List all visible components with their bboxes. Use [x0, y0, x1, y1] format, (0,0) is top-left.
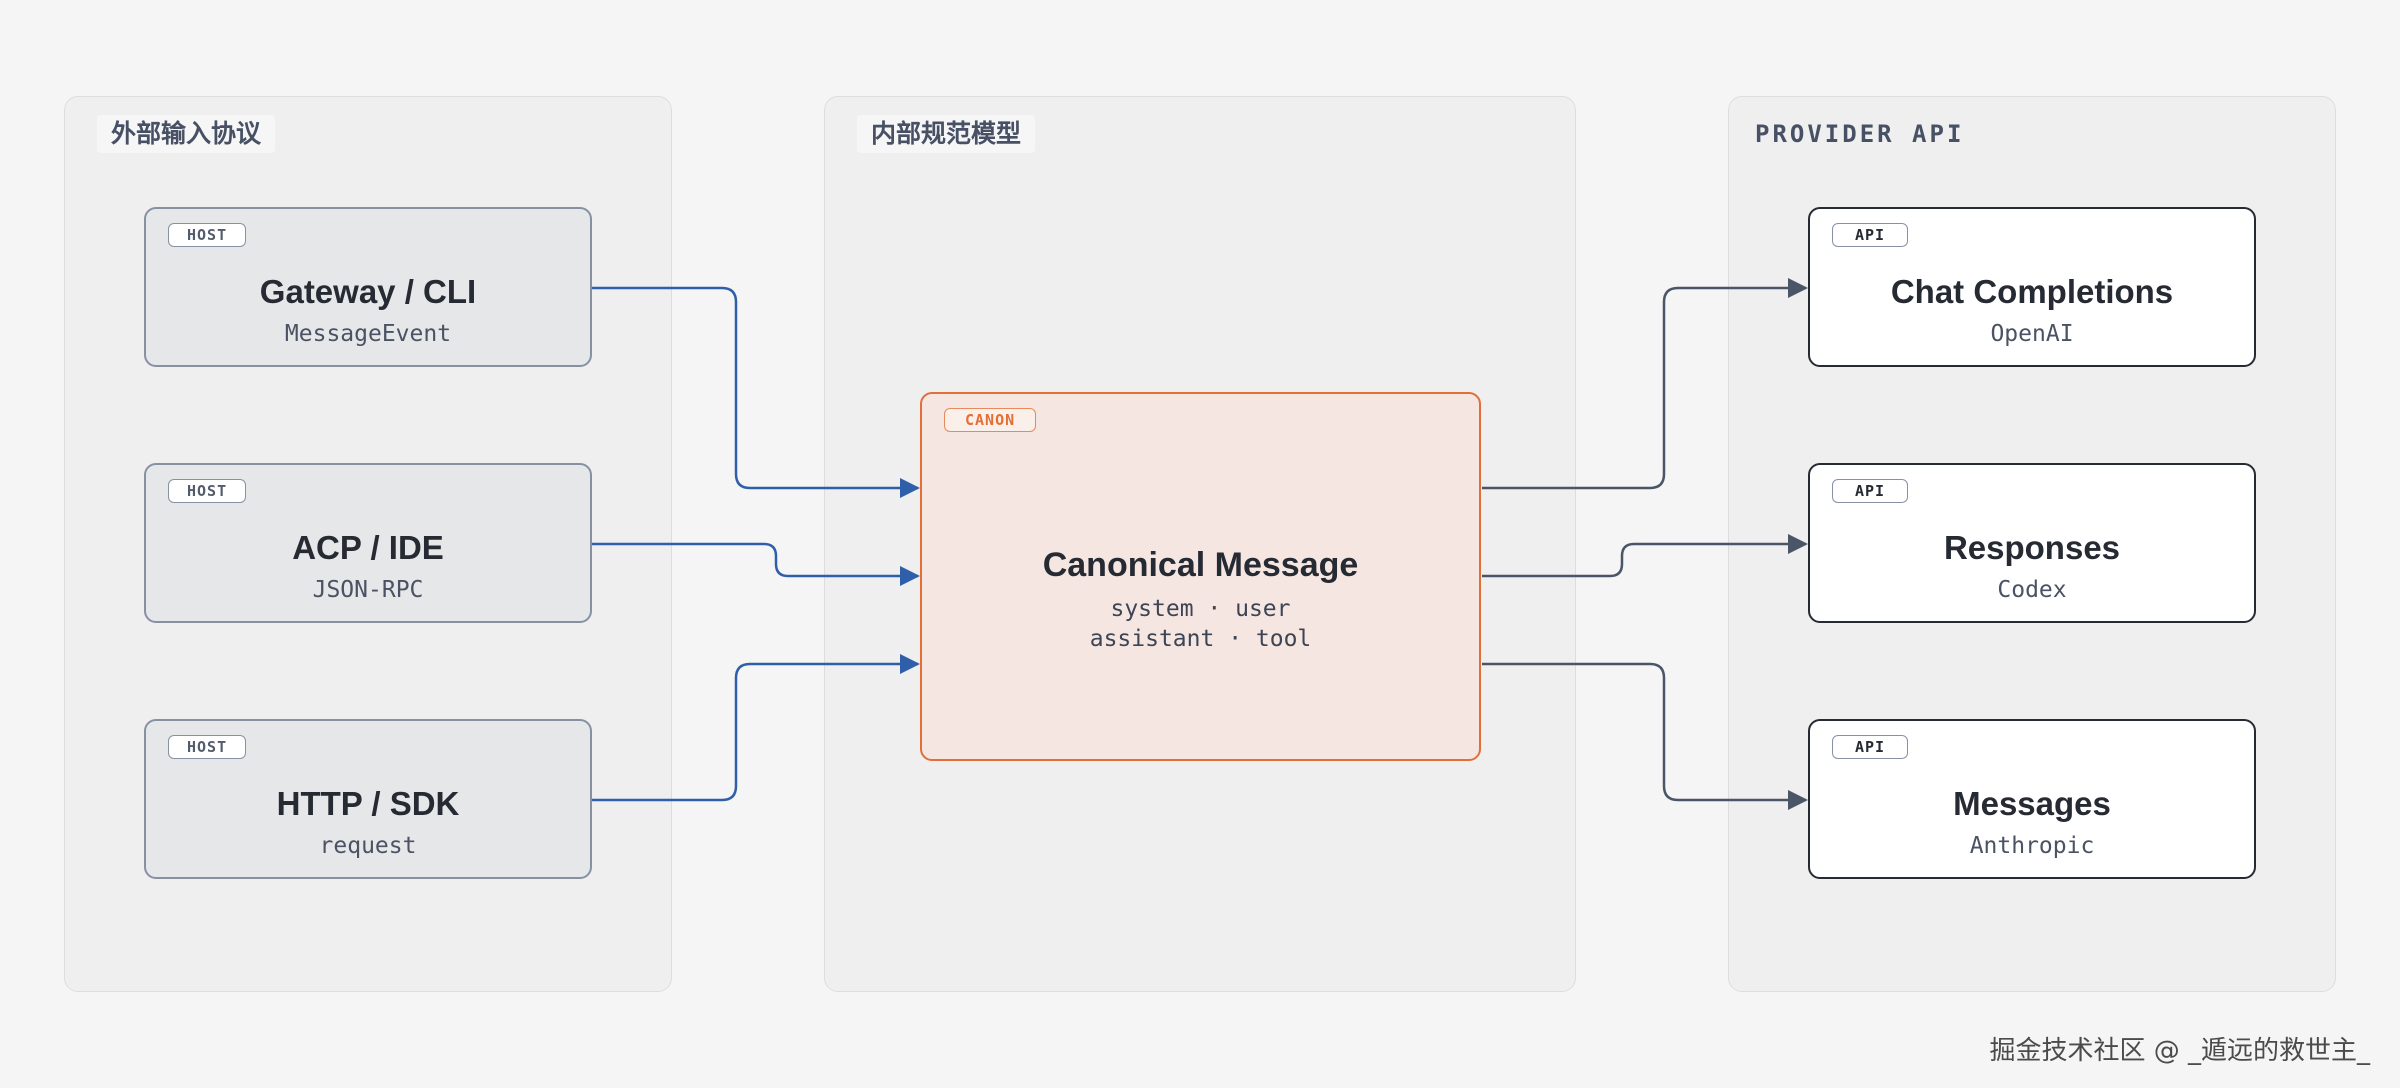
api-badge: API	[1832, 223, 1909, 247]
watermark-text: 掘金技术社区 @ _遁远的救世主_	[1989, 1036, 2370, 1066]
node-title: Gateway / CLI	[259, 273, 477, 310]
node-subtitle: JSON-RPC	[312, 577, 424, 603]
node-title: Messages	[1953, 785, 2111, 822]
edge-gateway-to-canon	[592, 286, 920, 498]
edge-canon-to-chat-completions	[1482, 278, 1808, 490]
canon-badge: CANON	[944, 408, 1037, 432]
api-node-messages[interactable]: API Messages Anthropic	[1808, 719, 2256, 879]
node-title: Responses	[1943, 529, 2121, 566]
panel-title: PROVIDER API	[1755, 120, 1965, 148]
panel-title: 内部规范模型	[857, 115, 1036, 153]
node-title: ACP / IDE	[292, 529, 444, 566]
node-subtitle: Anthropic	[1969, 833, 2095, 859]
edge-acp-to-canon	[592, 542, 920, 586]
node-subtitle: Codex	[1997, 577, 2067, 603]
api-badge: API	[1832, 479, 1909, 503]
canonical-message-node[interactable]: CANON Canonical Message system · user as…	[920, 392, 1481, 761]
canon-title: Canonical Message	[1042, 546, 1359, 584]
canon-roles-line-1: system · user	[1110, 596, 1291, 622]
node-subtitle: MessageEvent	[284, 321, 452, 347]
edge-canon-to-messages	[1482, 662, 1808, 810]
node-subtitle: OpenAI	[1990, 321, 2074, 347]
host-badge: HOST	[168, 223, 247, 247]
node-title: Chat Completions	[1890, 273, 2174, 310]
canon-roles-line-2: assistant · tool	[1089, 626, 1312, 652]
api-node-responses[interactable]: API Responses Codex	[1808, 463, 2256, 623]
panel-title: 外部输入协议	[97, 115, 276, 153]
edge-canon-to-responses	[1482, 534, 1808, 578]
node-title: HTTP / SDK	[276, 785, 460, 822]
host-node-acp-ide[interactable]: HOST ACP / IDE JSON-RPC	[144, 463, 592, 623]
host-node-gateway-cli[interactable]: HOST Gateway / CLI MessageEvent	[144, 207, 592, 367]
host-node-http-sdk[interactable]: HOST HTTP / SDK request	[144, 719, 592, 879]
api-node-chat-completions[interactable]: API Chat Completions OpenAI	[1808, 207, 2256, 367]
api-badge: API	[1832, 735, 1909, 759]
host-badge: HOST	[168, 735, 247, 759]
host-badge: HOST	[168, 479, 247, 503]
edge-http-to-canon	[592, 654, 920, 802]
node-subtitle: request	[319, 833, 417, 859]
